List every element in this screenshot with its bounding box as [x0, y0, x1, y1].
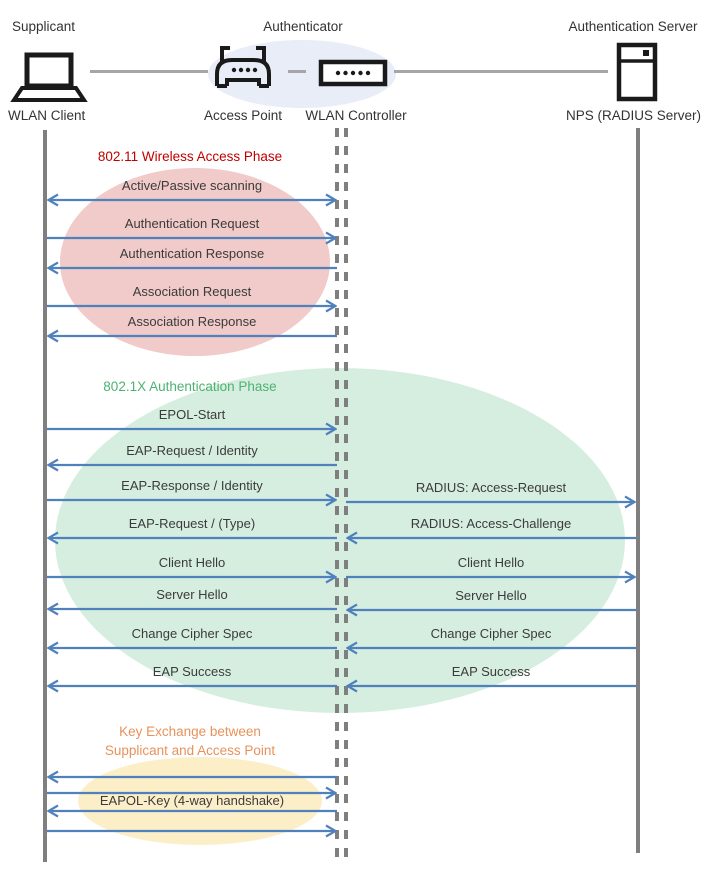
arrow-left [346, 641, 636, 655]
message-label-client-hello: Client Hello [158, 555, 226, 570]
message-label-radius-access-request: RADIUS: Access-Request [415, 480, 567, 495]
message-label-association-response: Association Response [127, 314, 257, 329]
link-client-ap [90, 70, 208, 73]
message-arrow-authentication-request [47, 229, 337, 247]
message-arrow-association-request [47, 297, 337, 315]
message-arrow-radius-access-challenge [346, 529, 636, 547]
message-arrow-client-hello [47, 568, 337, 586]
laptop-icon [10, 52, 88, 102]
message-label-active-passive-scanning: Active/Passive scanning [121, 178, 263, 193]
message-label-authentication-request: Authentication Request [124, 216, 260, 231]
phase-ellipse-802-1x [55, 368, 625, 713]
message-arrow-change-cipher-spec [47, 639, 337, 657]
message-arrow-unlabeled [47, 822, 337, 840]
role-authentication-server: Authentication Server [568, 19, 698, 34]
lifeline-wlan-controller-a [335, 128, 339, 858]
message-label-eapol-key-4-way-handshake: EAPOL-Key (4-way handshake) [99, 793, 285, 808]
arrow-right [346, 570, 636, 584]
device-label-wlan-client: WLAN Client [8, 108, 86, 123]
message-arrow-epol-start [47, 420, 337, 438]
message-arrow-unlabeled [47, 768, 337, 786]
phase-title-802-1x: 802.1X Authentication Phase [103, 379, 277, 394]
wlan-controller-icon [318, 59, 388, 87]
phase-title-key-exchange: Key Exchange between Supplicant and Acce… [45, 722, 335, 760]
message-label-client-hello: Client Hello [457, 555, 525, 570]
lifeline-wlan-controller-b [344, 128, 348, 858]
arrow-right [346, 495, 636, 509]
arrow-left [47, 804, 337, 818]
message-arrow-active-passive-scanning [47, 191, 337, 209]
message-label-eap-request-identity: EAP-Request / Identity [126, 443, 258, 458]
message-arrow-association-response [47, 327, 337, 345]
arrow-both [47, 193, 337, 207]
message-label-authentication-response: Authentication Response [119, 246, 265, 261]
message-arrow-server-hello [47, 600, 337, 618]
message-arrow-eap-request-type [47, 529, 337, 547]
message-label-server-hello: Server Hello [455, 588, 527, 603]
link-controller-server [394, 70, 608, 73]
message-arrow-eapol-key-4-way-handshake [47, 802, 337, 820]
role-authenticator: Authenticator [263, 19, 343, 34]
message-label-eap-request-type: EAP-Request / (Type) [128, 516, 256, 531]
arrow-left [47, 641, 337, 655]
arrow-left [47, 679, 337, 693]
arrow-left [47, 261, 337, 275]
arrow-right [47, 570, 337, 584]
message-arrow-eap-success [346, 677, 636, 695]
message-label-change-cipher-spec: Change Cipher Spec [430, 626, 552, 641]
device-label-nps-radius-server: NPS (RADIUS Server) [565, 108, 702, 123]
message-arrow-change-cipher-spec [346, 639, 636, 657]
arrow-left [346, 679, 636, 693]
message-arrow-eap-success [47, 677, 337, 695]
message-label-eap-success: EAP Success [451, 664, 531, 679]
role-supplicant: Supplicant [12, 19, 76, 34]
device-label-access-point: Access Point [203, 108, 283, 123]
message-arrow-radius-access-request [346, 493, 636, 511]
message-label-association-request: Association Request [132, 284, 252, 299]
arrow-right [47, 422, 337, 436]
phase-title-key-exchange-line2: Supplicant and Access Point [104, 743, 276, 758]
arrow-left [346, 531, 636, 545]
arrow-right [47, 786, 337, 800]
message-label-server-hello: Server Hello [156, 587, 228, 602]
arrow-left [47, 602, 337, 616]
lifeline-radius-server [636, 128, 640, 853]
arrow-left [47, 458, 337, 472]
message-arrow-server-hello [346, 601, 636, 619]
message-arrow-unlabeled [47, 784, 337, 802]
radius-server-icon [616, 42, 658, 102]
arrow-right [47, 231, 337, 245]
message-arrow-authentication-response [47, 259, 337, 277]
arrow-right [47, 299, 337, 313]
lifeline-wlan-client [43, 130, 47, 862]
message-label-change-cipher-spec: Change Cipher Spec [131, 626, 253, 641]
arrow-left [47, 531, 337, 545]
arrow-right [47, 493, 337, 507]
arrow-left [346, 603, 636, 617]
message-arrow-eap-response-identity [47, 491, 337, 509]
device-label-wlan-controller: WLAN Controller [305, 108, 407, 123]
message-label-eap-response-identity: EAP-Response / Identity [121, 478, 263, 493]
phase-title-802-11: 802.11 Wireless Access Phase [97, 149, 283, 164]
message-arrow-eap-request-identity [47, 456, 337, 474]
phase-title-key-exchange-line1: Key Exchange between [119, 724, 261, 739]
arrow-left [47, 329, 337, 343]
message-label-epol-start: EPOL-Start [158, 407, 226, 422]
arrow-left [47, 770, 337, 784]
arrow-right [47, 824, 337, 838]
access-point-icon [215, 46, 271, 88]
message-label-radius-access-challenge: RADIUS: Access-Challenge [410, 516, 572, 531]
message-label-eap-success: EAP Success [152, 664, 232, 679]
link-ap-controller [288, 70, 306, 73]
message-arrow-client-hello [346, 568, 636, 586]
